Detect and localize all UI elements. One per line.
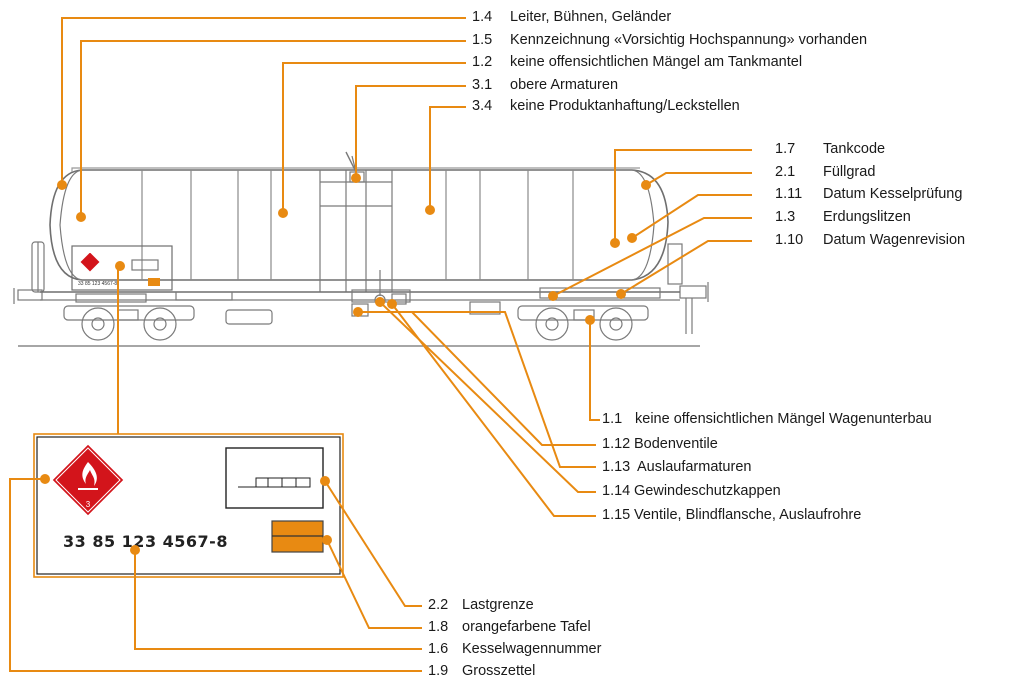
- dot-1-12: [353, 307, 363, 317]
- dot-1-8: [322, 535, 332, 545]
- chassis: [40, 287, 680, 325]
- dot-2-1: [641, 180, 651, 190]
- dot-1-1: [585, 315, 595, 325]
- callout-dots: [40, 173, 651, 555]
- handrail: [71, 167, 640, 172]
- bogie-left: [63, 305, 195, 341]
- tank-shell: [49, 169, 669, 281]
- ladder: [319, 170, 393, 292]
- orange-plate: [271, 520, 324, 553]
- dot-3-4: [425, 205, 435, 215]
- small-hazard-diamond: [79, 251, 101, 273]
- small-wagon-number: 33 85 123 4567-8: [78, 281, 117, 287]
- tank-bands: [141, 170, 574, 280]
- right-end: [667, 243, 709, 334]
- dot-1-6: [130, 545, 140, 555]
- left-end: [13, 241, 45, 304]
- wagon-number: 33 85 123 4567-8: [63, 532, 228, 551]
- leader-lines: [9, 17, 752, 672]
- tank-wagon: [13, 151, 709, 347]
- dot-1-10: [616, 289, 626, 299]
- small-placard: [71, 245, 173, 291]
- tank-end-right: [631, 169, 655, 281]
- dot-1-11: [627, 233, 637, 243]
- dot-placard-small: [115, 261, 125, 271]
- load-limit-box: [225, 447, 324, 509]
- tank-end-left: [59, 169, 83, 281]
- dot-1-5: [76, 212, 86, 222]
- svg-text:3: 3: [86, 500, 91, 509]
- dot-1-4: [57, 180, 67, 190]
- dot-3-1: [351, 173, 361, 183]
- dot-1-15: [387, 299, 397, 309]
- dot-1-2: [278, 208, 288, 218]
- enlarged-placard: 3 33 85 123 4567-8: [33, 433, 344, 578]
- dot-1-14: [375, 297, 385, 307]
- dot-1-9: [40, 474, 50, 484]
- bogie-right: [517, 305, 649, 341]
- dot-1-7: [610, 238, 620, 248]
- dot-1-3: [548, 291, 558, 301]
- dot-2-2: [320, 476, 330, 486]
- flammable-hazard-diamond: 3: [51, 443, 125, 517]
